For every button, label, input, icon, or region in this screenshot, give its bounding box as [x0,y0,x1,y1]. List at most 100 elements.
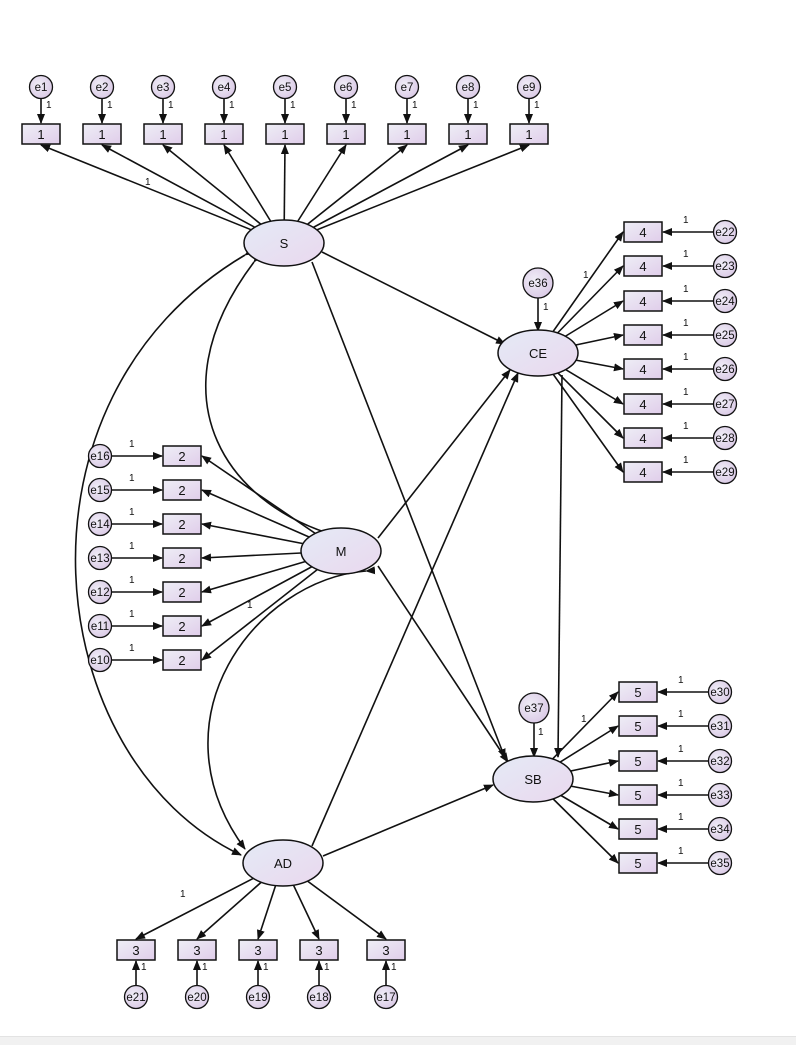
indicator-sb-2[interactable]: 5 [618,715,658,737]
error-label: e17 [376,992,395,1004]
indicator-s-2[interactable]: 1 [82,123,122,145]
indicator-ce-6[interactable]: 4 [623,393,663,415]
indicator-ce-4[interactable]: 4 [623,324,663,346]
indicator-ce-3[interactable]: 4 [623,290,663,312]
weight-label: 1 [583,270,589,281]
error-e22[interactable]: e22 [712,219,738,245]
weight-label: 1 [534,100,540,111]
latent-sb[interactable]: SB [492,755,574,803]
indicator-ad-3[interactable]: 3 [238,939,278,961]
error-e21[interactable]: e21 [123,984,149,1010]
indicator-s-7[interactable]: 1 [387,123,427,145]
error-e18[interactable]: e18 [306,984,332,1010]
error-e30[interactable]: e30 [707,679,733,705]
weight-label: 1 [247,600,253,611]
error-label: e13 [90,553,109,565]
indicator-label: 2 [178,483,185,498]
indicator-label: 4 [639,431,646,446]
indicator-ce-2[interactable]: 4 [623,255,663,277]
error-e26[interactable]: e26 [712,356,738,382]
indicator-label: 3 [315,943,322,958]
error-e19[interactable]: e19 [245,984,271,1010]
error-e27[interactable]: e27 [712,391,738,417]
indicator-s-8[interactable]: 1 [448,123,488,145]
error-e16[interactable]: e16 [87,443,113,469]
indicator-ce-7[interactable]: 4 [623,427,663,449]
indicator-m-5[interactable]: 2 [162,581,202,603]
error-label: e1 [35,82,48,94]
indicator-s-6[interactable]: 1 [326,123,366,145]
error-e15[interactable]: e15 [87,477,113,503]
latent-ce[interactable]: CE [497,329,579,377]
indicator-ce-5[interactable]: 4 [623,358,663,380]
latent-s-label: S [280,236,289,251]
indicator-ad-5[interactable]: 3 [366,939,406,961]
error-e33[interactable]: e33 [707,782,733,808]
indicator-label: 2 [178,585,185,600]
indicator-label: 1 [525,127,532,142]
weight-label: 1 [412,100,418,111]
error-e28[interactable]: e28 [712,425,738,451]
error-e4[interactable]: e4 [211,74,237,100]
error-e29[interactable]: e29 [712,459,738,485]
indicator-m-7[interactable]: 2 [162,649,202,671]
error-e2[interactable]: e2 [89,74,115,100]
indicator-sb-5[interactable]: 5 [618,818,658,840]
error-e11[interactable]: e11 [87,613,113,639]
error-e14[interactable]: e14 [87,511,113,537]
error-e24[interactable]: e24 [712,288,738,314]
error-e20[interactable]: e20 [184,984,210,1010]
latent-s[interactable]: S [243,219,325,267]
latent-m[interactable]: M [300,527,382,575]
indicator-ce-1[interactable]: 4 [623,221,663,243]
path-ad-to-sb [322,784,494,857]
indicator-ce-8[interactable]: 4 [623,461,663,483]
error-e9[interactable]: e9 [516,74,542,100]
error-e5[interactable]: e5 [272,74,298,100]
indicator-m-1[interactable]: 2 [162,445,202,467]
error-e12[interactable]: e12 [87,579,113,605]
covariance-m-ad [207,566,376,850]
error-e32[interactable]: e32 [707,748,733,774]
indicator-m-2[interactable]: 2 [162,479,202,501]
error-e13[interactable]: e13 [87,545,113,571]
error-e34[interactable]: e34 [707,816,733,842]
weight-label: 1 [678,846,684,857]
indicator-ad-2[interactable]: 3 [177,939,217,961]
indicator-m-3[interactable]: 2 [162,513,202,535]
indicator-s-3[interactable]: 1 [143,123,183,145]
error-e1[interactable]: e1 [28,74,54,100]
indicator-s-1[interactable]: 1 [21,123,61,145]
error-e10[interactable]: e10 [87,647,113,673]
weight-label: 1 [129,473,135,484]
indicator-s-5[interactable]: 1 [265,123,305,145]
error-e3[interactable]: e3 [150,74,176,100]
indicator-ad-1[interactable]: 3 [116,939,156,961]
error-e25[interactable]: e25 [712,322,738,348]
indicator-sb-4[interactable]: 5 [618,784,658,806]
error-e17[interactable]: e17 [373,984,399,1010]
error-e35[interactable]: e35 [707,850,733,876]
indicator-sb-3[interactable]: 5 [618,750,658,772]
error-label: e15 [90,485,109,497]
error-label: e33 [710,790,729,802]
error-e36[interactable]: e36 [522,267,554,299]
weight-label: 1 [683,352,689,363]
indicator-m-4[interactable]: 2 [162,547,202,569]
indicator-m-6[interactable]: 2 [162,615,202,637]
error-e6[interactable]: e6 [333,74,359,100]
latent-ad[interactable]: AD [242,839,324,887]
error-e31[interactable]: e31 [707,713,733,739]
indicator-s-9[interactable]: 1 [509,123,549,145]
indicator-s-4[interactable]: 1 [204,123,244,145]
error-e7[interactable]: e7 [394,74,420,100]
error-e8[interactable]: e8 [455,74,481,100]
error-label: e3 [157,82,170,94]
indicator-ad-4[interactable]: 3 [299,939,339,961]
error-e37[interactable]: e37 [518,692,550,724]
indicator-sb-1[interactable]: 5 [618,681,658,703]
error-e23[interactable]: e23 [712,253,738,279]
path-s-to-sb [311,261,506,759]
indicator-sb-6[interactable]: 5 [618,852,658,874]
